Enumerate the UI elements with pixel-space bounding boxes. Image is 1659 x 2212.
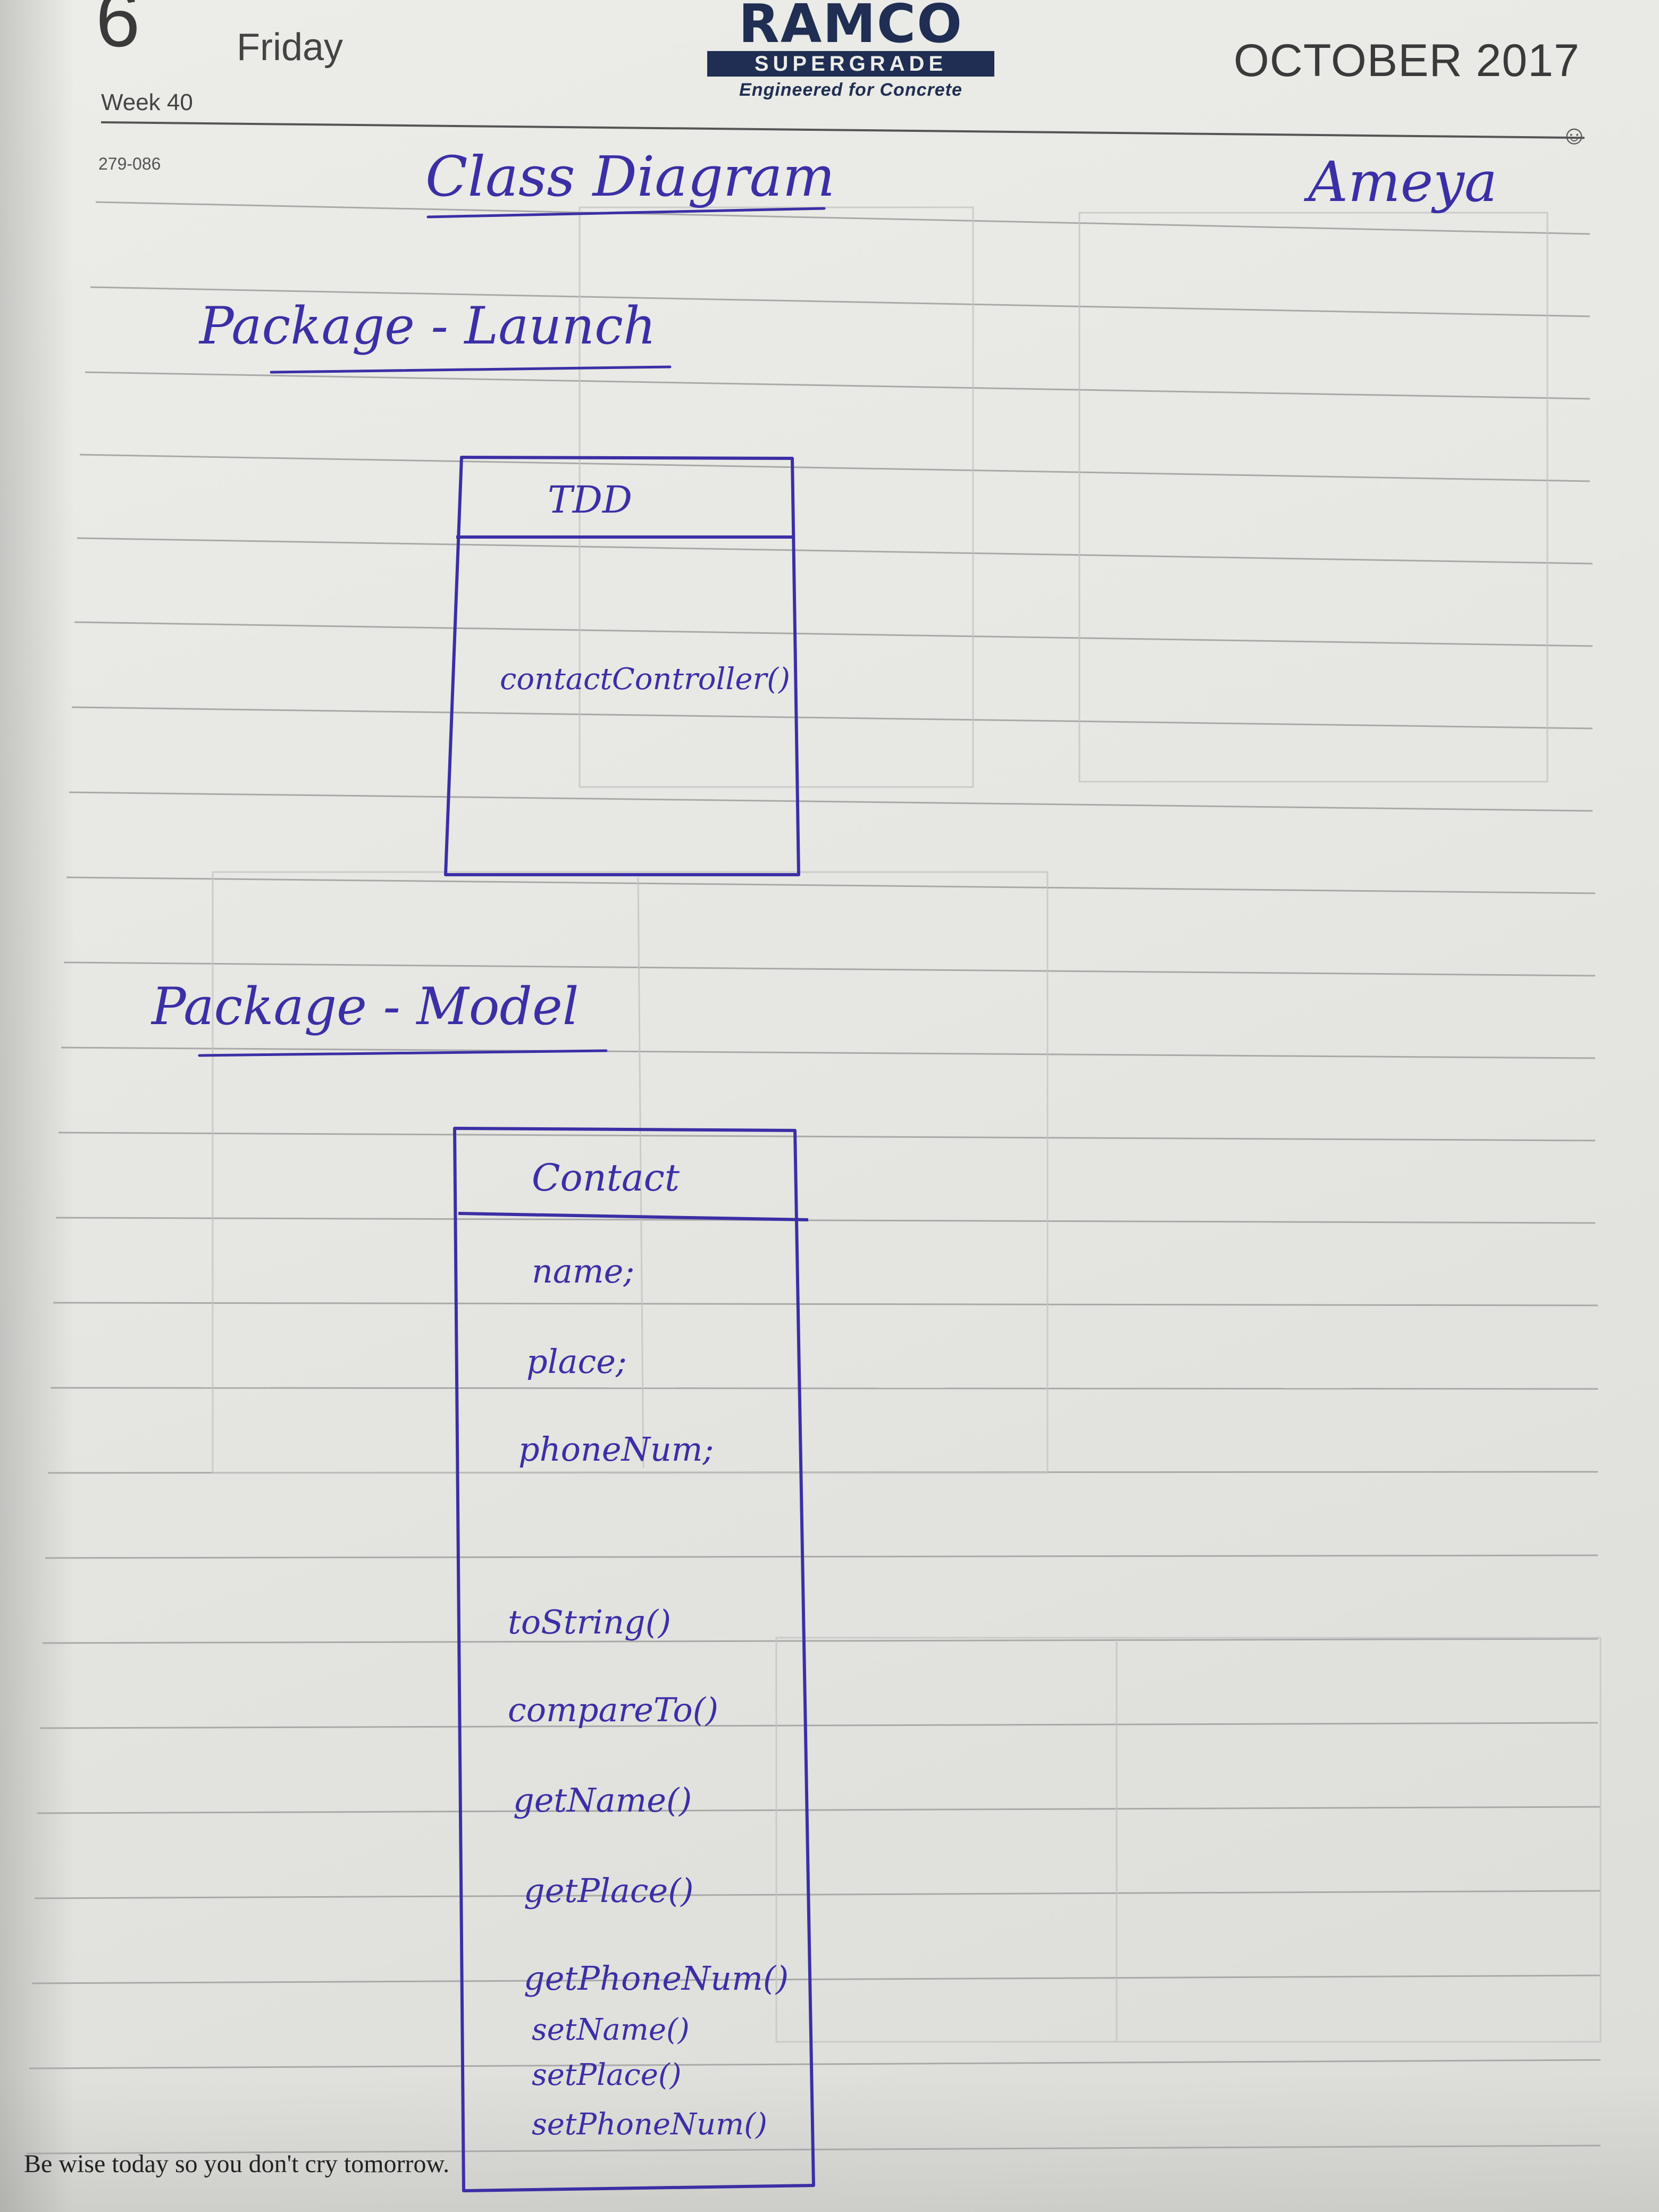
- contact-method: setPhoneNum(): [532, 2107, 767, 2142]
- bleed-through: [212, 206, 1602, 2043]
- ruled-line: [74, 621, 1593, 647]
- contact-class-box: [453, 1127, 815, 2192]
- diary-page-code: 279-086: [98, 154, 161, 173]
- package-model-label: Package - Model: [152, 977, 579, 1036]
- underlines: [198, 207, 826, 1057]
- package-model-underline: [198, 1049, 608, 1057]
- tdd-box-outline: [444, 456, 800, 876]
- ruled-line: [58, 1132, 1596, 1142]
- page-shadow: [0, 0, 74, 2212]
- package-launch-label: Package - Launch: [199, 296, 656, 356]
- ruled-line: [66, 876, 1596, 894]
- ruled-line: [79, 454, 1590, 482]
- footer-quote: Be wise today so you don't cry tomorrow.: [24, 2150, 450, 2178]
- tdd-method: contactController(): [500, 662, 790, 697]
- package-launch-underline: [270, 365, 672, 374]
- brand-tagline: Engineered for Concrete: [739, 80, 962, 100]
- brand-name: RAMCO: [738, 0, 963, 55]
- ruled-line: [34, 1890, 1601, 1899]
- contact-method: setPlace(): [532, 2058, 682, 2092]
- contact-header-divider: [458, 1212, 809, 1221]
- smiley-icon: ☺: [1561, 120, 1588, 150]
- ruled-line: [55, 1217, 1596, 1224]
- bleed-box: [579, 206, 974, 788]
- contact-attribute: place;: [526, 1342, 627, 1381]
- ruled-line: [42, 1638, 1598, 1644]
- ruled-line: [29, 2059, 1601, 2069]
- ruled-line: [39, 1722, 1598, 1729]
- bleed-box: [212, 871, 1049, 1474]
- page-shadow-bottom: [0, 2074, 1659, 2212]
- ruled-line: [45, 1554, 1598, 1559]
- ruled-line: [77, 537, 1593, 565]
- bleed-box: [775, 1637, 1602, 2043]
- ruled-line: [31, 1974, 1601, 1984]
- brand-grade: SUPERGRADE: [707, 51, 994, 77]
- ruled-line: [95, 201, 1590, 235]
- bleed-divider: [637, 877, 644, 1468]
- diary-week: Week 40: [101, 89, 193, 115]
- diary-date-number: 6: [96, 0, 140, 63]
- diagram-title: Class Diagram: [425, 144, 835, 209]
- ruled-line: [53, 1302, 1598, 1306]
- ruled-line: [61, 1046, 1596, 1059]
- contact-box-outline: [453, 1127, 815, 2192]
- contact-method: compareTo(): [508, 1690, 719, 1729]
- contact-method: setName(): [532, 2013, 690, 2047]
- ruled-line: [69, 791, 1593, 812]
- contact-class-name: Contact: [532, 1156, 680, 1200]
- ruled-line: [85, 371, 1590, 400]
- ruled-line: [71, 706, 1593, 730]
- brand-logo: RAMCO SUPERGRADE Engineered for Concrete: [691, 0, 1010, 100]
- ruled-line: [63, 961, 1596, 977]
- bleed-box: [1078, 212, 1548, 783]
- ruled-line: [50, 1387, 1598, 1390]
- ruled-lines: [26, 201, 1601, 2155]
- diary-weekday: Friday: [237, 26, 343, 69]
- contact-method: toString(): [508, 1603, 672, 1641]
- ruled-line: [37, 1806, 1601, 1814]
- contact-method: getPlace(): [524, 1871, 694, 1910]
- contact-method: getPhoneNum(): [524, 1959, 789, 1998]
- contact-attribute: name;: [532, 1252, 635, 1291]
- tdd-class-name: TDD: [548, 478, 632, 522]
- title-underline: [426, 207, 826, 219]
- contact-method: getName(): [513, 1781, 692, 1820]
- diary-month-year: OCTOBER 2017: [1234, 35, 1580, 86]
- contact-attribute: phoneNum;: [518, 1430, 714, 1469]
- ruled-line: [90, 286, 1590, 317]
- tdd-class-box: [444, 456, 800, 876]
- author-name: Ameya: [1308, 149, 1498, 214]
